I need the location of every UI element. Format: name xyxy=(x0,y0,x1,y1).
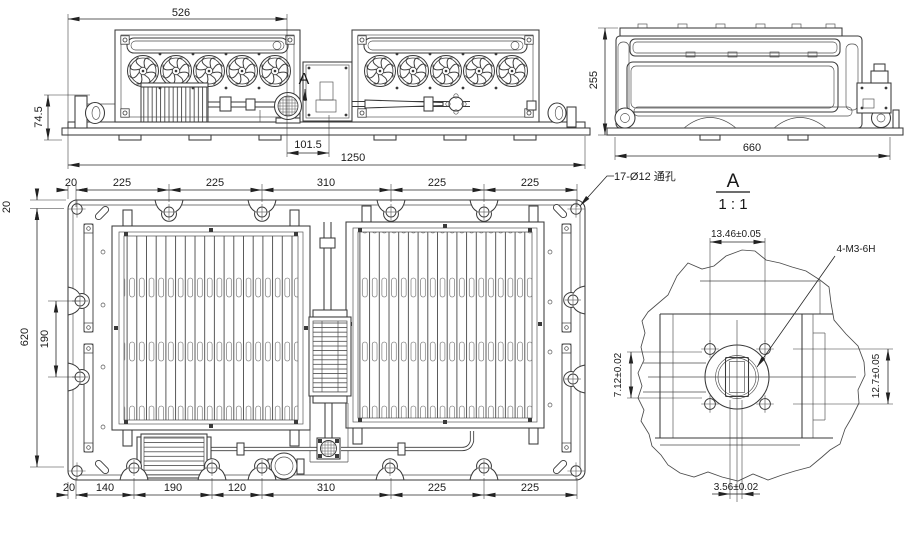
center-heat-exchanger xyxy=(308,222,352,463)
dim-plan-top-3: 310 xyxy=(317,177,335,189)
cold-plate-module-left xyxy=(111,209,311,447)
dim-plan-top-5: 225 xyxy=(521,177,539,189)
side-rails xyxy=(83,223,572,453)
hole-callout-label: 17-Ø12 通孔 xyxy=(614,170,676,183)
auxiliary-heatsink xyxy=(136,433,212,479)
plan-dimensions-left: 20 620 190 xyxy=(1,188,80,468)
dim-detail-top-width: 13.46±0.05 xyxy=(711,229,761,240)
front-right-pipe-assembly xyxy=(526,100,577,128)
dim-detail-bottom: 3.56±0.02 xyxy=(714,482,759,493)
dim-plan-bottom-4: 310 xyxy=(317,482,335,494)
front-view: A 526 74.5 101.5 1250 xyxy=(33,7,591,169)
dim-plan-left-spacing: 190 xyxy=(39,330,51,348)
dim-plan-top-0: 20 xyxy=(65,177,77,189)
plan-dimensions-top: 20 225 225 310 225 225 xyxy=(56,177,578,207)
dim-front-center-offset: 101.5 xyxy=(294,139,322,151)
dim-side-width: 660 xyxy=(743,142,761,154)
dim-plan-bottom-0: 20 xyxy=(63,482,75,494)
plan-dimensions-bottom: 20 140 190 120 310 225 225 xyxy=(56,478,578,499)
dim-plan-bottom-3: 120 xyxy=(228,482,246,494)
dim-plan-bottom-1: 140 xyxy=(96,482,114,494)
side-view: 255 660 xyxy=(588,23,904,160)
dim-plan-left-overall: 620 xyxy=(19,328,31,346)
detail-title: A 1 : 1 xyxy=(716,171,750,213)
detail-view-a: A 1 : 1 xyxy=(613,171,893,502)
dim-plan-top-4: 225 xyxy=(428,177,446,189)
dim-plan-left-edge: 20 xyxy=(1,201,13,213)
dim-plan-bottom-5: 225 xyxy=(428,482,446,494)
view-direction-label: A xyxy=(299,71,310,88)
dim-side-height: 255 xyxy=(588,71,600,89)
fan-icon-row-left xyxy=(128,56,291,87)
dim-detail-left: 7.12±0.02 xyxy=(613,352,624,397)
coolant-pipes xyxy=(207,431,475,456)
dim-plan-top-2: 225 xyxy=(206,177,224,189)
dim-plan-top-1: 225 xyxy=(113,177,131,189)
detail-title-label: A xyxy=(727,171,740,192)
dim-plan-bottom-6: 225 xyxy=(521,482,539,494)
fan-icon-row-right xyxy=(365,56,528,87)
front-baseplate xyxy=(61,121,591,141)
front-driveline-left xyxy=(208,96,287,122)
dim-front-total-width: 1250 xyxy=(341,152,365,164)
dim-detail-right: 12.7±0.05 xyxy=(871,353,882,398)
front-dimensions: 526 74.5 101.5 1250 xyxy=(33,7,586,169)
front-fan-module-right xyxy=(351,29,540,123)
side-dimensions: 255 660 xyxy=(588,27,891,160)
detail-dimensions: 13.46±0.05 4-M3-6H 7.12±0.02 12.7±0.05 3… xyxy=(613,229,893,499)
dim-plan-bottom-2: 190 xyxy=(164,482,182,494)
hole-callout: 17-Ø12 通孔 xyxy=(579,170,676,207)
dim-front-left-height: 74.5 xyxy=(33,106,45,127)
shaft-flange xyxy=(648,320,856,502)
front-driveline-right xyxy=(352,93,470,115)
front-heatsink xyxy=(140,82,209,123)
shaft-coupling xyxy=(316,437,341,460)
detail-body xyxy=(643,280,833,446)
plan-view: 20 225 225 310 225 225 20 140 xyxy=(1,170,676,499)
thread-callout-label: 4-M3-6H xyxy=(837,244,876,255)
dim-front-top-width: 526 xyxy=(172,7,190,19)
view-direction-arrow: A xyxy=(299,71,310,101)
detail-scale-label: 1 : 1 xyxy=(718,196,747,213)
side-junction-box xyxy=(856,63,900,129)
front-left-pipe-assembly xyxy=(74,95,116,129)
cold-plate-module-right xyxy=(345,205,545,445)
